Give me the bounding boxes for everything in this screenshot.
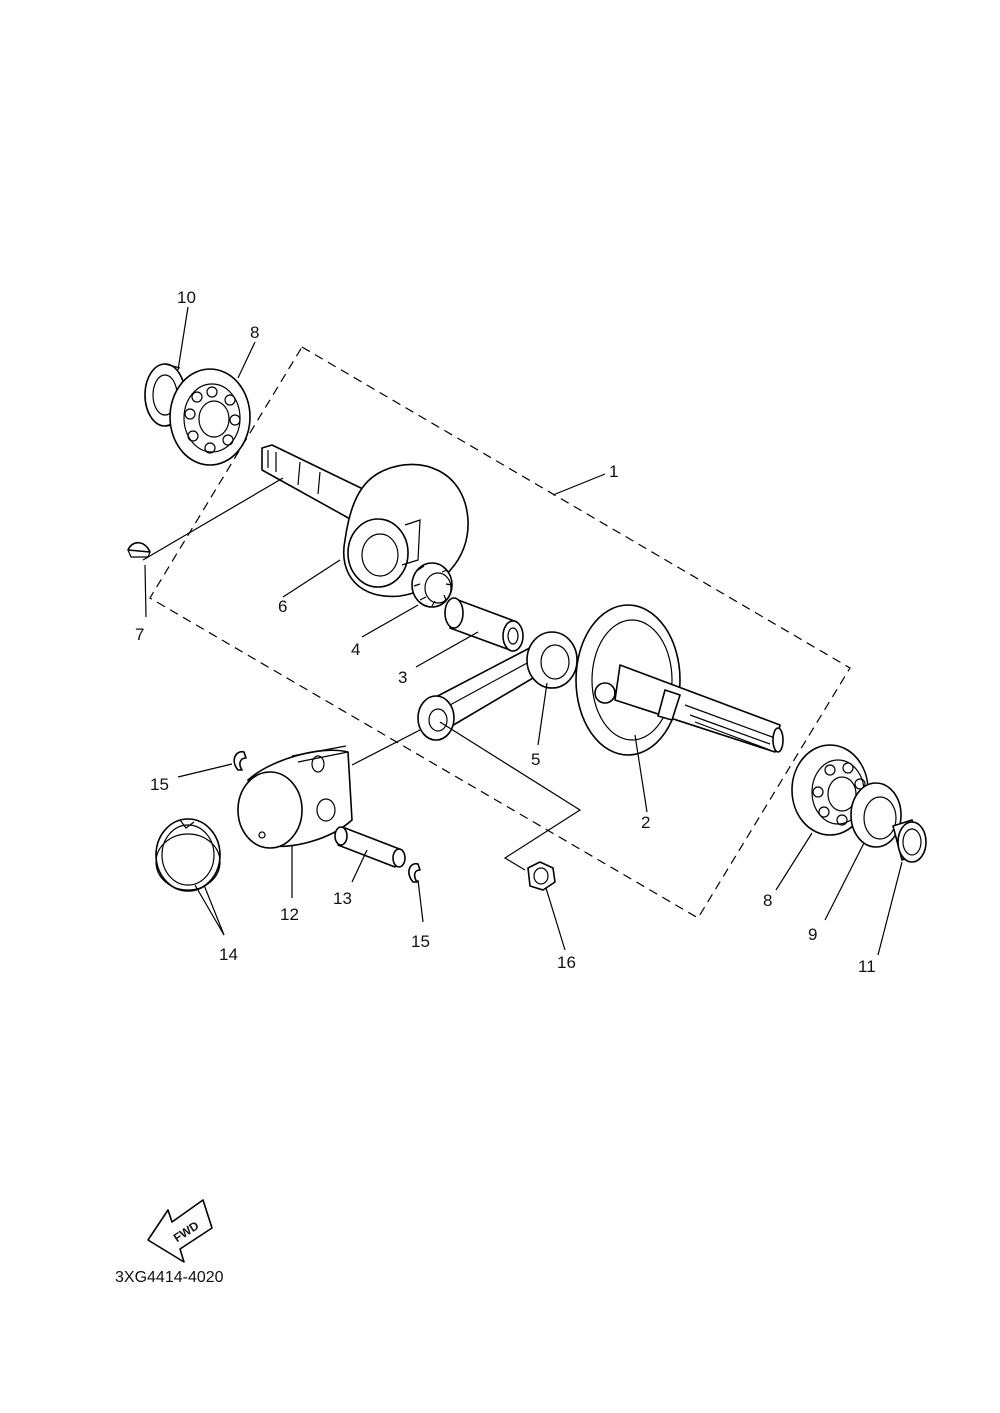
label-part-8-right: 8: [763, 891, 772, 910]
label-part-1: 1: [609, 462, 618, 481]
label-part-11: 11: [858, 957, 876, 976]
label-part-5: 5: [531, 750, 540, 769]
label-part-12: 12: [280, 905, 299, 924]
label-part-4: 4: [351, 640, 360, 659]
label-part-10: 10: [177, 288, 196, 307]
circlip-upper: [233, 750, 247, 771]
circlip-lower: [408, 862, 421, 883]
leader-lines: [142, 306, 903, 956]
bearing-left: [169, 368, 251, 466]
piston-pin: [334, 826, 406, 868]
drawing-code: 3XG4414-4020: [115, 1269, 224, 1286]
connecting-rod: [417, 631, 578, 741]
crank-nut: [527, 861, 556, 891]
label-part-3: 3: [398, 668, 407, 687]
label-part-15-upper: 15: [150, 775, 169, 794]
label-part-2: 2: [641, 813, 650, 832]
label-part-7: 7: [135, 625, 144, 644]
needle-bearing: [411, 562, 453, 608]
label-part-13: 13: [333, 889, 352, 908]
label-part-6: 6: [278, 597, 287, 616]
label-part-9: 9: [808, 925, 817, 944]
crankshaft-assembly-boundary: [149, 346, 851, 919]
label-part-15-lower: 15: [411, 932, 430, 951]
piston: [237, 745, 353, 849]
woodruff-key: [127, 541, 151, 558]
label-part-8-left: 8: [250, 323, 259, 342]
fwd-arrow-icon: FWD: [147, 1199, 213, 1263]
crankshaft-right: [575, 604, 784, 756]
oil-seal-right: [850, 782, 902, 848]
crank-pin: [444, 597, 524, 652]
label-part-14: 14: [219, 945, 238, 964]
label-part-16: 16: [557, 953, 576, 972]
piston-rings: [155, 818, 221, 892]
spacer-collar: [892, 819, 927, 863]
